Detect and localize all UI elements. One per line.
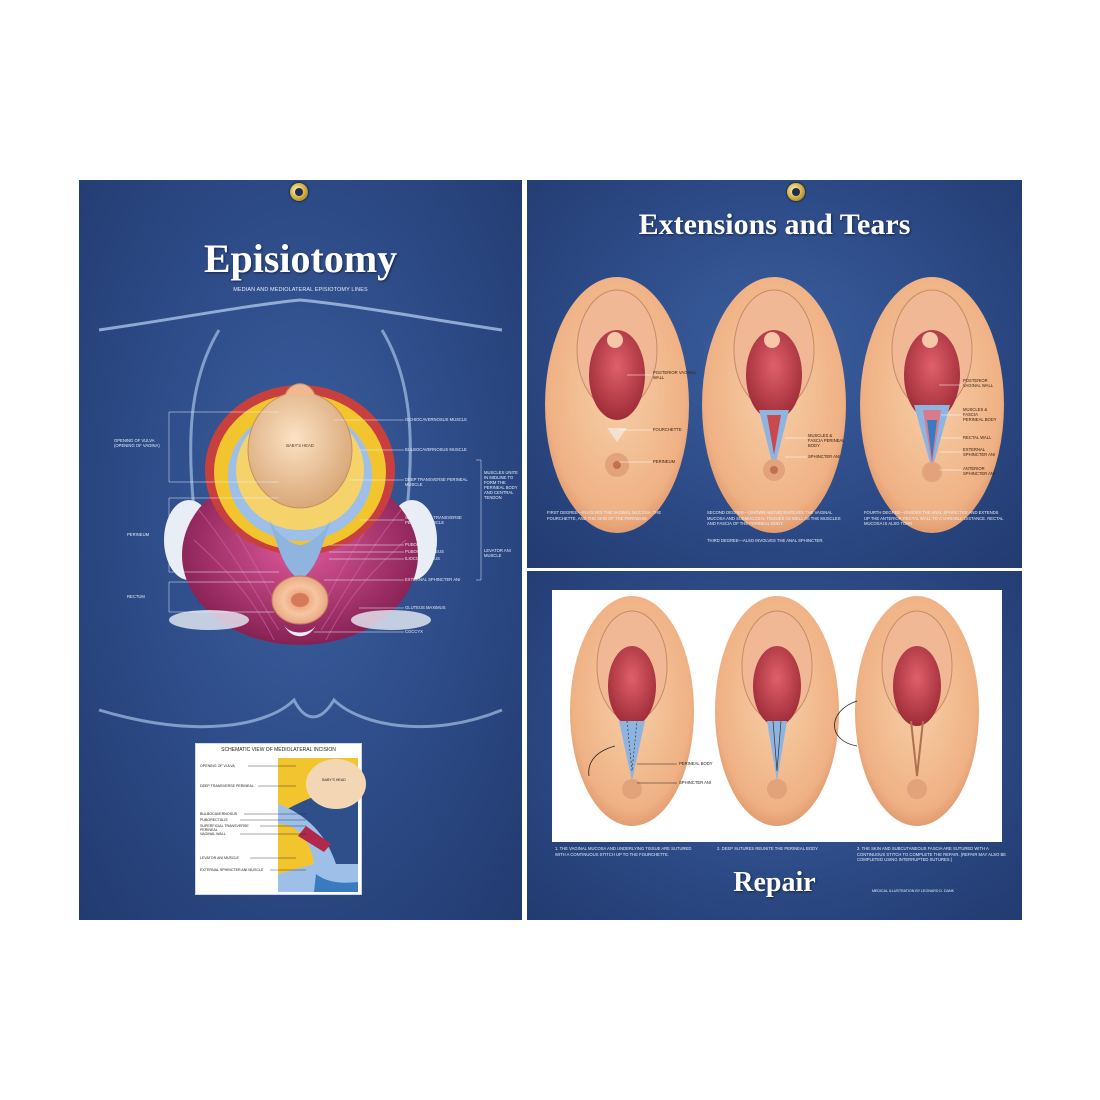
thigh-outline	[98, 298, 503, 332]
tear4-label-anterior-sphincter: ANTERIOR SPHINCTER ANI	[963, 466, 996, 476]
caption-repair-step-2: 2. DEEP SUTURES REUNITE THE PERINEAL BOD…	[717, 846, 819, 851]
episiotomy-title: Episiotomy	[203, 236, 398, 281]
inset-label-puborectalis: PUBORECTALIS	[200, 818, 228, 822]
inset-babys-head: BABY'S HEAD	[322, 778, 346, 782]
repair-label-sphincter-ani: SPHINCTER ANI	[679, 780, 712, 785]
tear4-label-external-sphincter: EXTERNAL SPHINCTER ANI	[963, 447, 996, 457]
gluteus-right	[351, 610, 431, 630]
coccyx	[284, 625, 316, 637]
label-puborectalis: PUBORECTALIS	[405, 542, 438, 547]
label-opening-of-vulva: OPENING OF VULVA (OPENING OF VAGINA)	[114, 438, 160, 448]
tear-label-muscles-fascia: MUSCLES & FASCIA PERINEAL BODY	[808, 433, 845, 448]
right-leader-lines	[314, 419, 482, 633]
inset-illustration	[240, 758, 366, 892]
inset-title: SCHEMATIC VIEW OF MEDIOLATERAL INCISION	[221, 747, 336, 753]
left-leg-outline	[189, 329, 221, 511]
label-rectum: RECTUM	[127, 594, 145, 599]
repair-leader-lines	[637, 763, 677, 784]
second-degree-figure	[702, 277, 846, 533]
label-coccyx: COCCYX	[405, 629, 423, 634]
label-perineum: PERINEUM	[127, 532, 150, 537]
left-leader-lines	[168, 411, 279, 613]
caption-first-degree: FIRST DEGREE—INVOLVES THE VAGINAL MUCOSA…	[547, 510, 662, 521]
label-bulbocavernosus: BULBOCAVERNOSUS MUSCLE	[405, 447, 467, 452]
caption-fourth-degree: FOURTH DEGREE—DIVIDES THE ANAL SPHINCTER…	[864, 510, 1004, 527]
episiotomy-subtitle: MEDIAN AND MEDIOLATERAL EPISIOTOMY LINES	[233, 287, 368, 293]
tear4-label-muscles: MUSCLES & FASCIA PERINEAL BODY	[963, 407, 997, 422]
tear4-label-rectal-wall: RECTAL WALL	[963, 435, 992, 440]
hanging-grommet-icon	[787, 183, 805, 201]
tear-label-perineum: PERINEUM	[653, 459, 676, 464]
label-babys-head: BABY'S HEAD	[286, 443, 314, 448]
gluteus-left	[169, 610, 249, 630]
vulva-top	[284, 383, 316, 396]
first-degree-figure	[545, 277, 689, 533]
repair-step-1-figure	[570, 596, 694, 826]
illustration-credit: MEDICAL ILLUSTRATION BY LEONARD D. DANK	[872, 889, 955, 893]
label-pubococcygeus: PUBOCOCCYGEUS	[405, 549, 444, 554]
fourth-degree-figure	[860, 277, 1004, 533]
label-levator-ani: LEVATOR ANI MUSCLE	[484, 548, 511, 558]
episiotomy-panel: Episiotomy MEDIAN AND MEDIOLATERAL EPISI…	[79, 180, 522, 920]
inset-label-vaginal-wall: VAGINAL WALL	[200, 832, 226, 836]
inset-label-levator: LEVATOR ANI MUSCLE	[200, 856, 239, 860]
repair-step-2-figure	[715, 596, 839, 826]
caption-second-degree: SECOND DEGREE—(SHOWN ABOVE) INVOLVES THE…	[707, 510, 841, 527]
tear4-label-posterior-wall: POSTERIOR VAGINAL WALL	[963, 378, 994, 388]
hanging-grommet-icon	[290, 183, 308, 201]
inset-label-superficial: SUPERFICIAL TRANSVERSE PERINEAL	[200, 824, 249, 833]
label-iliococcygeus: ILIOCOCCYGEUS	[405, 556, 440, 561]
caption-third-degree: THIRD DEGREE—ALSO INVOLVES THE ANAL SPHI…	[707, 538, 824, 543]
label-superficial-transverse: SUPERFICIAL TRANSVERSE PERINEAL MUSCLE	[405, 515, 462, 525]
schematic-inset: SCHEMATIC VIEW OF MEDIOLATERAL INCISION …	[195, 743, 366, 895]
caption-repair-step-1: 1. THE VAGINAL MUCOSA AND UNDERLYING TIS…	[555, 846, 692, 857]
caption-repair-step-3: 3. THE SKIN AND SUBCUTANEOUS FASCIA ARE …	[857, 846, 1007, 863]
repair-label-perineal-body: PERINEAL BODY	[679, 761, 713, 766]
inset-label-deep-transverse: DEEP TRANSVERSE PERINEAL	[200, 784, 254, 788]
buttocks-outline	[98, 697, 503, 729]
babys-head	[247, 391, 353, 509]
label-muscles-unite: MUSCLES UNITE IN MIDLINE TO FORM THE PER…	[484, 470, 518, 500]
anus-center	[291, 593, 309, 607]
repair-panel: PERINEAL BODY SPHINCTER ANI 1. THE VAGIN…	[527, 571, 1022, 920]
repair-step-3-figure	[834, 596, 979, 826]
inset-label-bulbocavernosus: BULBOCAVERNOSUS	[200, 812, 238, 816]
tear-label-posterior-wall: POSTERIOR VAGINAL WALL	[653, 370, 697, 380]
tear-label-fourchette: FOURCHETTE	[653, 427, 682, 432]
tears-illustrations	[545, 277, 1004, 533]
label-deep-transverse: DEEP TRANSVERSE PERINEAL MUSCLE	[405, 477, 468, 487]
tear-label-sphincter-ani: SPHINCTER ANI	[808, 454, 841, 459]
tears-leader-lines	[619, 374, 962, 471]
repair-title: Repair	[733, 867, 816, 898]
label-gluteus-maximus: GLUTEUS MAXIMUS	[405, 605, 446, 610]
episiotomy-illustration	[98, 298, 503, 729]
repair-illustrations	[570, 596, 979, 826]
inset-label-external-sphincter: EXTERNAL SPHINCTER ANI MUSCLE	[200, 868, 264, 872]
extensions-panel: Extensions and Tears	[527, 180, 1022, 568]
label-external-sphincter: EXTERNAL SPHINCTER ANI	[405, 577, 461, 582]
right-leg-outline	[380, 329, 412, 511]
label-ischiocavernosus: ISCHIOCAVERNOSUS MUSCLE	[405, 417, 468, 422]
extensions-title: Extensions and Tears	[638, 208, 911, 241]
perineal-body	[269, 520, 331, 580]
inset-label-opening: OPENING OF VULVA	[200, 764, 235, 768]
